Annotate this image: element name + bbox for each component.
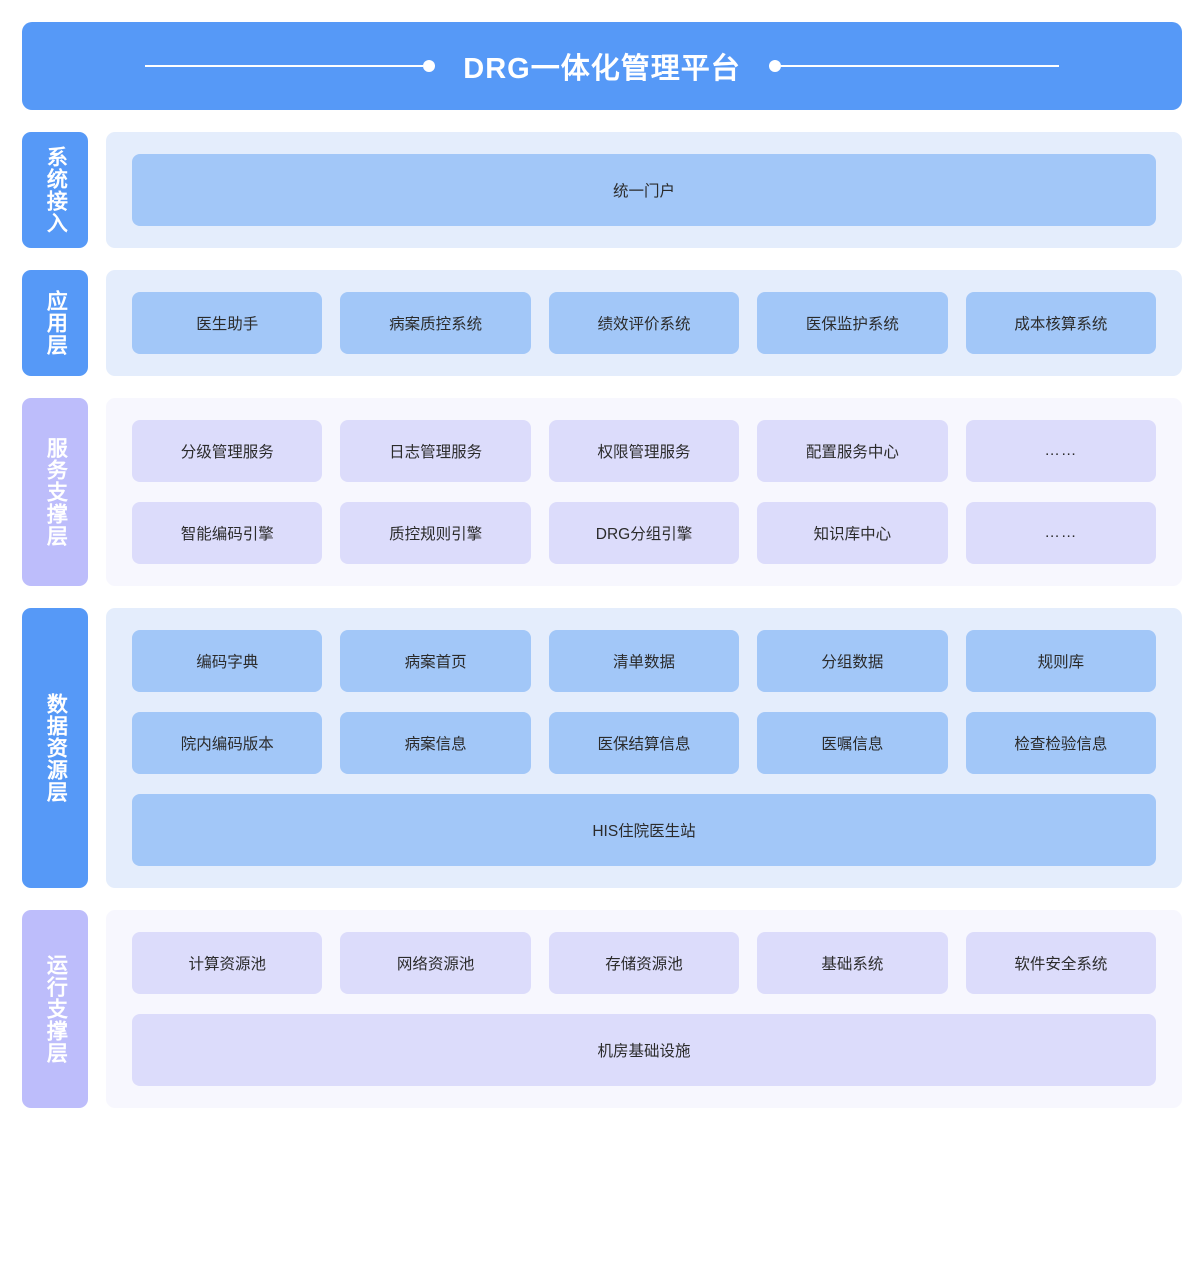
layer-label[interactable]: 应用层 (22, 270, 88, 376)
page-title: DRG一体化管理平台 (463, 53, 741, 85)
right-dot-icon (768, 60, 781, 72)
left-line-dot-icon (145, 60, 436, 72)
component-tile[interactable]: 基础系统 (757, 932, 948, 994)
tile-row: 院内编码版本病案信息医保结算信息医嘱信息检查检验信息 (132, 712, 1157, 774)
layer-band: 数据资源层编码字典病案首页清单数据分组数据规则库院内编码版本病案信息医保结算信息… (22, 608, 1182, 888)
component-tile[interactable]: 网络资源池 (340, 932, 531, 994)
right-rule-icon (780, 65, 1059, 67)
component-tile[interactable]: 存储资源池 (548, 932, 740, 994)
component-tile[interactable]: 医保监护系统 (757, 292, 948, 354)
component-tile[interactable]: 病案信息 (340, 712, 531, 774)
component-tile[interactable]: 计算资源池 (132, 932, 323, 994)
left-dot-icon (423, 60, 436, 72)
tile-row: 计算资源池网络资源池存储资源池基础系统软件安全系统 (132, 932, 1157, 994)
tile-row: 分级管理服务日志管理服务权限管理服务配置服务中心 …… (132, 420, 1157, 482)
component-tile[interactable]: 绩效评价系统 (548, 292, 740, 354)
tile-row: 医生助手病案质控系统绩效评价系统医保监护系统成本核算系统 (132, 292, 1157, 354)
component-tile[interactable]: 医生助手 (132, 292, 323, 354)
component-tile[interactable]: 编码字典 (132, 630, 323, 692)
component-tile[interactable]: 日志管理服务 (340, 420, 531, 482)
layer-content: 分级管理服务日志管理服务权限管理服务配置服务中心 …… 智能编码引擎质控规则引擎 DR… (106, 398, 1182, 586)
layer-label[interactable]: 服务支撑层 (22, 398, 88, 586)
component-tile[interactable]: 规则库 (965, 630, 1157, 692)
left-rule-icon (145, 65, 424, 67)
layer-band: 运行支撑层计算资源池网络资源池存储资源池基础系统软件安全系统机房基础设施 (22, 910, 1182, 1108)
component-tile[interactable]: 检查检验信息 (965, 712, 1157, 774)
tile-row: HIS住院医生站 (132, 794, 1156, 866)
platform-title-banner: DRG一体化管理平台 (22, 22, 1182, 110)
layer-content: 编码字典病案首页清单数据分组数据规则库院内编码版本病案信息医保结算信息医嘱信息检… (106, 608, 1182, 888)
component-tile[interactable]: 病案首页 (340, 630, 531, 692)
layer-band: 应用层医生助手病案质控系统绩效评价系统医保监护系统成本核算系统 (22, 270, 1182, 376)
component-tile[interactable]: 软件安全系统 (965, 932, 1157, 994)
tile-row: 编码字典病案首页清单数据分组数据规则库 (132, 630, 1157, 692)
tile-more[interactable]: …… (965, 420, 1157, 482)
layer-content: 计算资源池网络资源池存储资源池基础系统软件安全系统机房基础设施 (106, 910, 1182, 1108)
right-dot-line-icon (768, 60, 1059, 72)
component-tile[interactable]: 质控规则引擎 (340, 502, 531, 564)
component-tile[interactable]: 统一门户 (132, 154, 1156, 226)
component-tile[interactable]: HIS住院医生站 (132, 794, 1156, 866)
layer-content: 医生助手病案质控系统绩效评价系统医保监护系统成本核算系统 (106, 270, 1182, 376)
component-tile[interactable]: 病案质控系统 (340, 292, 531, 354)
component-tile[interactable]: 清单数据 (548, 630, 740, 692)
component-tile[interactable]: 机房基础设施 (132, 1014, 1156, 1086)
component-tile[interactable]: 知识库中心 (757, 502, 948, 564)
tile-row: 智能编码引擎质控规则引擎 DRG分组引擎知识库中心 …… (132, 502, 1157, 564)
layer-band: 系统接入统一门户 (22, 132, 1182, 248)
component-tile[interactable]: 分组数据 (757, 630, 948, 692)
component-tile[interactable]: 分级管理服务 (132, 420, 323, 482)
component-tile[interactable]: 配置服务中心 (757, 420, 948, 482)
tile-row: 统一门户 (132, 154, 1156, 226)
layer-content: 统一门户 (106, 132, 1182, 248)
layer-label[interactable]: 数据资源层 (22, 608, 88, 888)
component-tile[interactable]: 院内编码版本 (132, 712, 323, 774)
component-tile[interactable]: 智能编码引擎 (132, 502, 323, 564)
layer-label[interactable]: 运行支撑层 (22, 910, 88, 1108)
component-tile[interactable]: 成本核算系统 (965, 292, 1157, 354)
tile-row: 机房基础设施 (132, 1014, 1156, 1086)
component-tile[interactable]: 医保结算信息 (548, 712, 740, 774)
component-tile[interactable]: 权限管理服务 (548, 420, 740, 482)
component-tile[interactable]: 医嘱信息 (757, 712, 948, 774)
layer-label[interactable]: 系统接入 (22, 132, 88, 248)
component-tile[interactable]: DRG分组引擎 (548, 502, 740, 564)
layer-band: 服务支撑层分级管理服务日志管理服务权限管理服务配置服务中心……智能编码引擎质控规… (22, 398, 1182, 586)
tile-more[interactable]: …… (965, 502, 1157, 564)
layer-stack: 系统接入统一门户应用层医生助手病案质控系统绩效评价系统医保监护系统成本核算系统服… (22, 132, 1182, 1108)
